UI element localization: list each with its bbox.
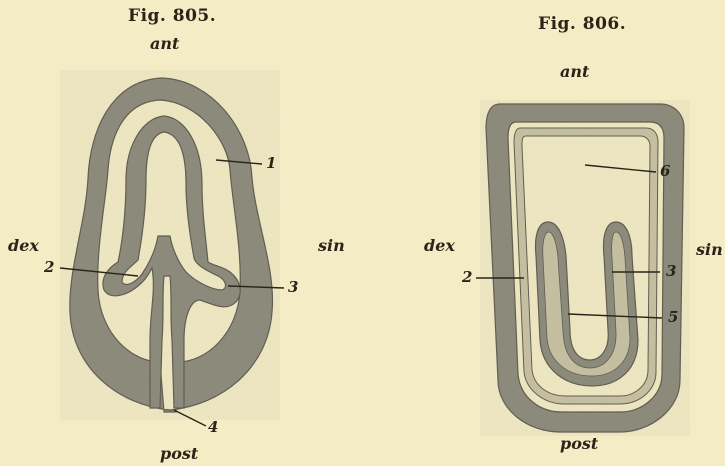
fig-805-drawing (60, 70, 280, 420)
fig-806-label-2: 2 (462, 268, 472, 286)
fig-805-label-2: 2 (44, 258, 54, 276)
fig-806-drawing (480, 100, 690, 436)
fig-805-label-1: 1 (266, 154, 276, 172)
fig-805-label-3: 3 (288, 278, 298, 296)
fig-806-sin-label: sin (696, 240, 723, 259)
fig-805-sin-label: sin (318, 236, 345, 255)
fig-806-label-5: 5 (668, 308, 678, 326)
fig-805-dex-label: dex (8, 236, 39, 255)
fig-806-title: Fig. 806. (538, 14, 626, 34)
fig-806-label-3: 3 (666, 262, 676, 280)
fig-806-post-label: post (560, 434, 598, 453)
fig-805-post-label: post (160, 444, 198, 463)
fig-805-label-4: 4 (208, 418, 218, 436)
fig-805-title: Fig. 805. (128, 6, 216, 26)
fig-806-label-6: 6 (660, 162, 670, 180)
fig-806-ant-label: ant (560, 62, 589, 81)
fig-806-dex-label: dex (424, 236, 455, 255)
fig-805-ant-label: ant (150, 34, 179, 53)
